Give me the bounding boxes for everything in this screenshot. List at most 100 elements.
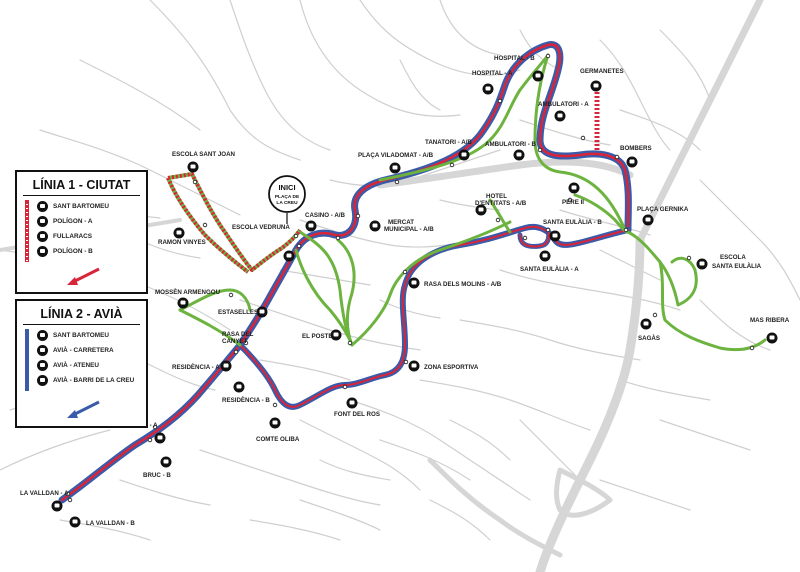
stop-label: ZONA ESPORTIVA <box>424 364 479 371</box>
stop-marker-residencia-a[interactable] <box>220 360 232 372</box>
bus-icon <box>37 330 48 341</box>
stop-label: HOSPITAL - B <box>494 55 535 62</box>
stop-label: CASINO - A/B <box>305 212 346 219</box>
stop-label: RESIDÈNCIA - A <box>172 363 220 371</box>
stop-marker-escola-vedruna[interactable] <box>283 250 295 262</box>
stop-marker-pere-ii[interactable] <box>568 182 580 194</box>
stop-marker-sagas[interactable] <box>640 318 652 330</box>
bus-icon <box>37 246 48 257</box>
stop-marker-placa-viladomat[interactable] <box>389 162 401 174</box>
legend-item: POLÍGON - A <box>17 215 146 230</box>
stop-label: SANTA EULÀLIA - B <box>543 219 602 226</box>
stop-marker-hospital-b[interactable] <box>532 70 544 82</box>
stop-marker-estaselles[interactable] <box>256 306 268 318</box>
bus-icon <box>37 231 48 242</box>
stop-label: RAMON VINYES <box>158 239 206 246</box>
stop-marker-la-valldan-a[interactable] <box>51 500 63 512</box>
legend-divider <box>23 195 140 196</box>
bus-icon <box>37 201 48 212</box>
stop-marker-mercat-municipal[interactable] <box>369 220 381 232</box>
stop-label: TANATORI - A/B <box>425 139 472 146</box>
stop-label: LA VALLDAN - A <box>20 490 69 497</box>
stop-marker-bombers[interactable] <box>626 156 638 168</box>
stop-label: D'ENTITATS - A/B <box>475 200 527 207</box>
stop-label: PERE II <box>562 199 584 206</box>
stop-marker-hospital-a[interactable] <box>482 83 494 95</box>
street-network <box>0 0 800 541</box>
stop-label: LA VALLDAN - B <box>86 520 135 527</box>
stop-marker-el-poste[interactable] <box>330 329 342 341</box>
arrow-down-left-icon <box>67 400 100 418</box>
stop-label: ESCOLA VEDRUNA <box>232 224 290 231</box>
stop-label: FONT DEL ROS <box>334 411 380 418</box>
stop-label: MERCAT <box>388 219 414 226</box>
stop-marker-bruc-b[interactable] <box>160 456 172 468</box>
stop-label: RASA DEL <box>222 331 254 338</box>
stop-marker-zona-esportiva[interactable] <box>408 360 420 372</box>
stop-label: ESCOLA <box>720 254 746 261</box>
stop-marker-comte-oliba[interactable] <box>269 417 281 429</box>
start-title: INICI <box>278 183 295 192</box>
start-subtitle-1: PLAÇA DE <box>275 194 300 200</box>
stop-marker-ambulatori-b[interactable] <box>513 149 525 161</box>
route-dots <box>65 53 755 503</box>
stop-marker-rasa-dels-molins[interactable] <box>408 277 420 289</box>
stop-label: SANTA EULÀLIA - A <box>520 266 579 273</box>
legend-item: SANT BARTOMEU <box>17 329 146 344</box>
stop-label: PLAÇA GERNIKA <box>637 206 689 213</box>
stop-label: RESIDÈNCIA - B <box>222 396 270 404</box>
bus-icon <box>37 345 48 356</box>
stop-marker-la-valldan-b[interactable] <box>69 516 81 528</box>
stop-marker-mossen-armengou[interactable] <box>177 297 189 309</box>
start-subtitle-2: LA CREU <box>276 200 298 206</box>
stop-label: SAGÀS <box>638 335 660 342</box>
stop-markers <box>51 70 778 528</box>
stop-labels: HOSPITAL - B HOSPITAL - A GERMANETES AMB… <box>20 55 790 527</box>
stop-label: CANYET <box>222 338 248 345</box>
stop-label: RASA DELS MOLINS - A/B <box>424 281 502 288</box>
stop-label: HOTEL <box>486 193 507 200</box>
stop-marker-residencia-b[interactable] <box>233 381 245 393</box>
line-1-red-dotted-routes <box>166 92 600 274</box>
stop-label: AMBULATORI - A <box>538 101 589 108</box>
stop-label: PLAÇA VILADOMAT - A/B <box>358 152 434 159</box>
legend-line-2-title: LÍNIA 2 - AVIÀ <box>40 307 123 321</box>
start-marker: INICI PLAÇA DE LA CREU <box>268 175 306 224</box>
stop-marker-santa-eulalia-b[interactable] <box>549 230 561 242</box>
stop-marker-casino[interactable] <box>305 220 317 232</box>
stop-marker-escola-santa-eulalia[interactable] <box>696 258 708 270</box>
stop-marker-hotel-dentitats[interactable] <box>475 204 487 216</box>
bus-icon <box>37 375 48 386</box>
stop-label: MAS RIBERA <box>750 317 790 324</box>
stop-marker-mas-ribera[interactable] <box>766 332 778 344</box>
bus-icon <box>37 216 48 227</box>
stop-marker-escola-sant-joan[interactable] <box>187 161 199 173</box>
stop-marker-bruc-a[interactable] <box>154 432 166 444</box>
stop-marker-ambulatori-a[interactable] <box>554 110 566 122</box>
stop-marker-germanetes[interactable] <box>590 80 602 92</box>
stop-marker-santa-eulalia-a[interactable] <box>539 250 551 262</box>
bus-icon <box>37 360 48 371</box>
legend-item: FULLARACS <box>17 230 146 245</box>
stop-marker-ramon-vinyes[interactable] <box>173 227 185 239</box>
stop-label: MOSSÈN ARMENGOU <box>155 288 221 296</box>
stop-label: BOMBERS <box>620 145 652 152</box>
legend-item: SANT BARTOMEU <box>17 200 146 215</box>
legend-item: AVIÀ - ATENEU <box>17 359 146 374</box>
legend-divider <box>23 324 140 325</box>
stop-marker-placa-gernika[interactable] <box>642 214 654 226</box>
stop-label: HOSPITAL - A <box>472 70 513 77</box>
stop-marker-font-del-ros[interactable] <box>346 397 358 409</box>
legend-item: POLÍGON - B <box>17 245 146 260</box>
legend-line-1: LÍNIA 1 - CIUTAT SANT BARTOMEU POLÍGON -… <box>15 170 148 294</box>
stop-marker-tanatori[interactable] <box>458 149 470 161</box>
legend-line-2: LÍNIA 2 - AVIÀ SANT BARTOMEU AVIÀ - CARR… <box>15 299 148 428</box>
stop-label: AMBULATORI - B <box>485 141 537 148</box>
stop-label: GERMANETES <box>580 68 624 75</box>
legend-item: AVIÀ - BARRI DE LA CREU <box>17 374 146 389</box>
stop-label: COMTE OLIBA <box>256 436 300 443</box>
legend-line-1-swatch <box>25 200 29 262</box>
legend-item: AVIÀ - CARRETERA <box>17 344 146 359</box>
stop-label: BRUC - B <box>143 472 171 479</box>
